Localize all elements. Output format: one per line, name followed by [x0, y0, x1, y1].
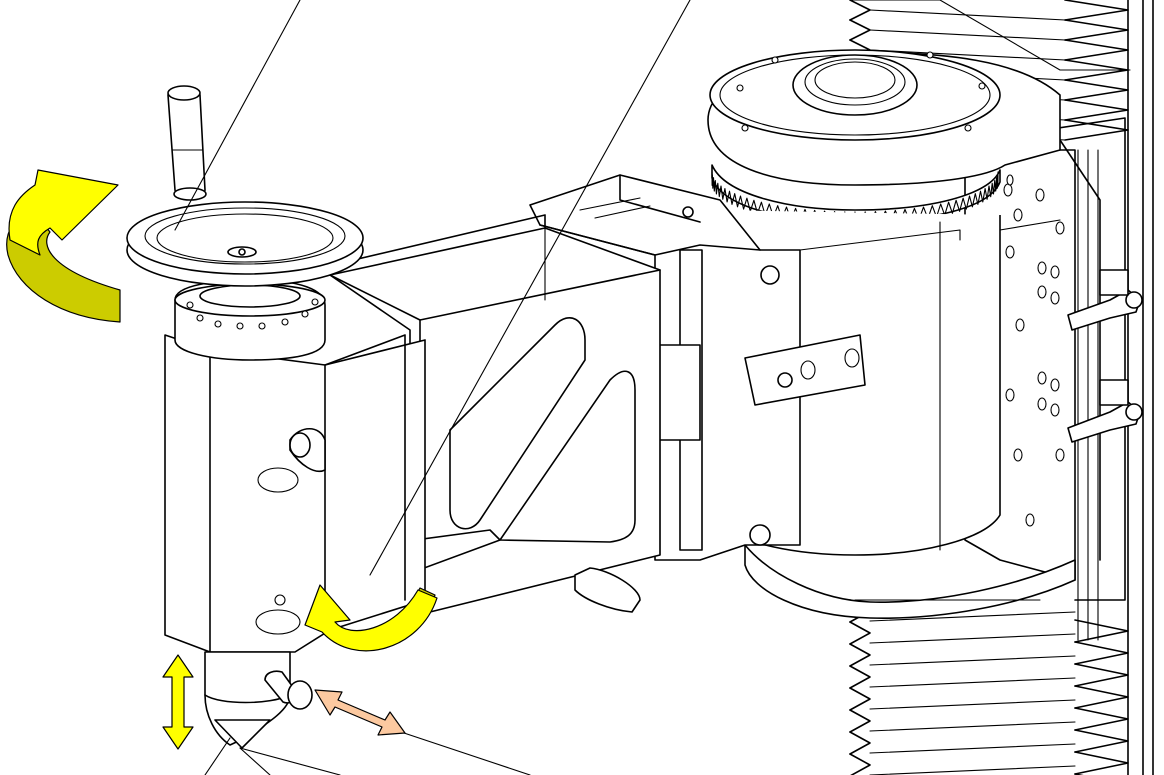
bellows-edge: [869, 655, 1076, 666]
bellows-edge: [869, 743, 1076, 754]
bellows-fold: [1074, 729, 1129, 753]
bellows-edge: [869, 721, 1076, 732]
bellows-edge: [869, 633, 1076, 644]
bellows-fold: [849, 621, 871, 645]
bellows-fold: [849, 687, 871, 711]
bellows-fold: [1064, 99, 1129, 121]
bellows-fold: [849, 19, 871, 41]
handwheel-rotation-arrow: [6, 169, 121, 323]
bellows-fold: [1074, 707, 1129, 731]
bellows-fold: [849, 0, 871, 21]
bellows-fold: [1064, 79, 1129, 101]
clamp-handles: [1067, 269, 1143, 443]
handwheel: [126, 201, 364, 287]
bellows-fold: [1074, 641, 1129, 665]
collar-holes: [186, 298, 319, 330]
handwheel-knob: [167, 85, 207, 201]
bellows-fold: [849, 665, 871, 689]
bellows-fold: [849, 731, 871, 755]
bellows-fold: [1074, 685, 1129, 709]
bellows-fold: [849, 753, 871, 775]
bellows-edge: [869, 677, 1076, 688]
bellows-fold: [849, 709, 871, 733]
bellows-edge: [869, 29, 1066, 41]
bellows-edge: [869, 765, 1076, 775]
detail-lines: [544, 0, 1131, 601]
bellows-edge: [869, 9, 1066, 21]
vertical-travel-arrow: [162, 654, 194, 750]
bellows-fold: [1064, 0, 1129, 21]
lever-rotation-arrow: [304, 584, 438, 652]
leader-lines: [174, 0, 691, 775]
bellows-fold: [849, 643, 871, 667]
radial-travel-arrow: [314, 689, 406, 736]
bellows-fold: [1074, 663, 1129, 687]
tool-tip: [204, 651, 313, 749]
bellows-fold: [1064, 39, 1129, 61]
bellows-fold: [1074, 619, 1129, 643]
bellows-edge: [869, 699, 1076, 710]
swivel-head: [164, 279, 426, 653]
bellows-lower: [849, 599, 1129, 775]
bellows-fold: [1064, 19, 1129, 41]
bellows-fold: [1074, 751, 1129, 775]
slide-bracket: [529, 174, 866, 561]
bellows-edge: [869, 611, 1076, 622]
plate-holes: [1003, 174, 1065, 527]
